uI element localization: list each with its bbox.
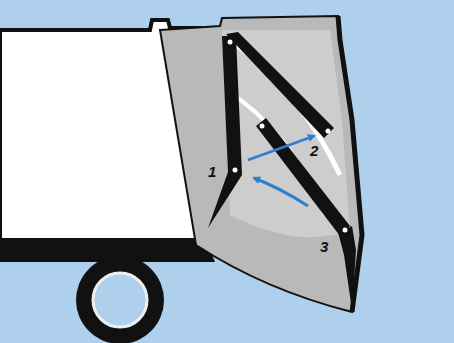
callout-number: 3 — [318, 238, 330, 255]
pivot — [228, 40, 233, 45]
rear-hopper — [160, 16, 362, 312]
chamber — [222, 30, 350, 237]
callout-number: 2 — [308, 142, 320, 159]
linkage-arm-2 — [256, 118, 350, 236]
pivot — [260, 124, 265, 129]
wheel-hub — [93, 273, 147, 327]
motion-arrow — [248, 136, 314, 160]
linkage-arm-3 — [338, 226, 356, 310]
pivot — [233, 168, 238, 173]
wheel — [76, 256, 164, 343]
linkage-arm-top — [226, 32, 334, 138]
pivot — [326, 129, 331, 134]
motion-arrow — [254, 178, 308, 206]
linkage-arm-1 — [208, 36, 242, 228]
callout-number: 1 — [206, 163, 218, 180]
pivot — [343, 228, 348, 233]
